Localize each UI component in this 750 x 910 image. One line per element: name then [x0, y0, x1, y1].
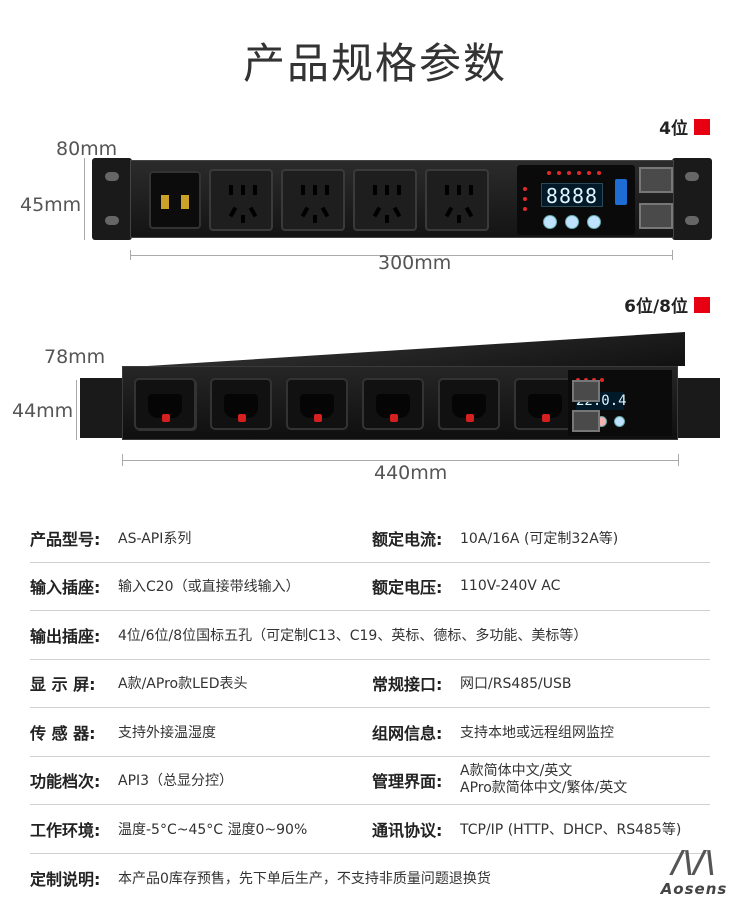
device1-depth: 80mm — [56, 138, 118, 160]
c13-outlet-icon — [514, 378, 576, 430]
spec-value: A款简体中文/英文 APro款简体中文/繁体/英文 — [460, 763, 627, 797]
c13-outlet-icon — [438, 378, 500, 430]
spec-value: 温度-5°C~45°C 湿度0~90% — [118, 821, 308, 838]
spec-value: 支持外接温湿度 — [118, 724, 216, 741]
spec-row-environment: 工作环境: 温度-5°C~45°C 湿度0~90% 通讯协议: TCP/IP (HT… — [30, 805, 710, 854]
spec-value: 输入C20（或直接带线输入） — [118, 579, 300, 596]
pdu-top-surface — [125, 332, 685, 366]
pdu-body: 8888 — [130, 160, 674, 238]
spec-label: 输出插座: — [30, 626, 101, 646]
logo-text: Aosens — [660, 880, 728, 898]
usb-port-icon — [615, 179, 627, 205]
spec-value-line: APro款简体中文/繁体/英文 — [460, 780, 628, 797]
spec-label: 额定电压: — [372, 578, 443, 598]
spec-row-input: 输入插座: 输入C20（或直接带线输入） 额定电压: 110V-240V AC — [30, 563, 710, 611]
spec-value: 4位/6位/8位国标五孔（可定制C13、C19、英标、德标、多功能、美标等） — [118, 627, 588, 644]
device2-width-line — [122, 460, 678, 461]
spec-value: 110V-240V AC — [460, 578, 561, 595]
right-button-icon — [614, 416, 625, 427]
spec-label: 输入插座: — [30, 578, 101, 598]
c13-outlet-icon — [210, 378, 272, 430]
spec-label: 功能档次: — [30, 772, 101, 792]
spec-value: AS-API系列 — [118, 530, 192, 547]
red-square-icon — [694, 296, 710, 313]
device1-height-line — [84, 158, 85, 240]
spec-value: 本产品0库存预售，先下单后生产，不支持非质量问题退换货 — [118, 870, 491, 887]
display-panel: 8888 — [517, 165, 635, 235]
c13-outlet-icon — [286, 378, 348, 430]
spec-value: 支持本地或远程组网监控 — [460, 724, 614, 741]
spec-table: 产品型号: AS-API系列 额定电流: 10A/16A (可定制32A等) 输入插… — [30, 514, 710, 902]
device1-width: 300mm — [378, 252, 452, 274]
pdu-4-outlet-image: 8888 — [92, 158, 712, 240]
spec-label: 通讯协议: — [372, 820, 443, 840]
spec-label: 产品型号: — [30, 529, 101, 549]
variant-4-label: 4位 — [659, 114, 710, 139]
variant-68-text: 6位/8位 — [624, 297, 688, 317]
spec-label: 显 示 屏: — [30, 675, 96, 695]
rack-ear-right — [672, 158, 712, 240]
spec-label: 组网信息: — [372, 723, 443, 743]
spec-label: 常规接口: — [372, 675, 443, 695]
spec-row-function: 功能档次: API3（总显分控） 管理界面: A款简体中文/英文 APro款简体中… — [30, 757, 710, 805]
spec-row-display: 显 示 屏: A款/APro款LED表头 常规接口: 网口/RS485/USB — [30, 660, 710, 708]
spec-row-sensor: 传 感 器: 支持外接温湿度 组网信息: 支持本地或远程组网监控 — [30, 708, 710, 757]
outlet-icon — [209, 169, 273, 231]
rs485-port-icon — [639, 203, 673, 229]
spec-label: 定制说明: — [30, 869, 101, 889]
display-panel: 22.0.4 — [568, 370, 672, 436]
rack-ear-left — [92, 158, 132, 240]
variant-68-label: 6位/8位 — [624, 292, 710, 317]
device2-depth: 78mm — [44, 346, 106, 368]
spec-value: A款/APro款LED表头 — [118, 676, 248, 693]
led-display: 8888 — [541, 183, 603, 208]
c13-outlet-row: 22.0.4 — [122, 366, 678, 440]
device2-width-tick-right — [678, 454, 679, 466]
red-square-icon — [694, 118, 710, 135]
rack-ear-right — [674, 378, 720, 438]
rack-ear-left — [80, 378, 126, 438]
spec-row-model: 产品型号: AS-API系列 额定电流: 10A/16A (可定制32A等) — [30, 514, 710, 563]
device1-height: 45mm — [20, 194, 82, 216]
c13-outlet-icon — [362, 378, 424, 430]
spec-value: API3（总显分控） — [118, 773, 234, 790]
device2-width: 440mm — [374, 462, 448, 484]
menu-button-icon — [565, 215, 579, 229]
left-button-icon — [543, 215, 557, 229]
spec-value-line: A款简体中文/英文 — [460, 763, 573, 780]
rs485-port-icon — [572, 410, 600, 432]
outlet-icon — [353, 169, 417, 231]
device1-width-line — [130, 255, 672, 256]
c13-outlet-icon — [134, 378, 196, 430]
right-button-icon — [587, 215, 601, 229]
logo-mark-icon: /\/\ — [672, 845, 716, 880]
spec-value: 网口/RS485/USB — [460, 676, 572, 693]
device2-height-line — [76, 380, 77, 440]
device2-height: 44mm — [12, 400, 74, 422]
ethernet-port-icon — [639, 167, 673, 193]
ethernet-port-icon — [572, 380, 600, 402]
c20-inlet-icon — [149, 171, 201, 229]
spec-row-output: 输出插座: 4位/6位/8位国标五孔（可定制C13、C19、英标、德标、多功能、美… — [30, 611, 710, 660]
spec-label: 管理界面: — [372, 772, 443, 792]
outlet-icon — [281, 169, 345, 231]
spec-value: TCP/IP (HTTP、DHCP、RS485等) — [460, 821, 682, 838]
brand-logo: /\/\ Aosens — [654, 845, 734, 899]
outlet-icon — [425, 169, 489, 231]
device1-width-tick-right — [672, 250, 673, 260]
spec-value: 10A/16A (可定制32A等) — [460, 530, 619, 547]
spec-label: 工作环境: — [30, 820, 101, 840]
spec-label: 额定电流: — [372, 529, 443, 549]
spec-row-custom: 定制说明: 本产品0库存预售，先下单后生产，不支持非质量问题退换货 — [30, 854, 710, 903]
variant-4-text: 4位 — [659, 119, 688, 139]
page-title: 产品规格参数 — [242, 39, 507, 88]
spec-label: 传 感 器: — [30, 723, 96, 743]
